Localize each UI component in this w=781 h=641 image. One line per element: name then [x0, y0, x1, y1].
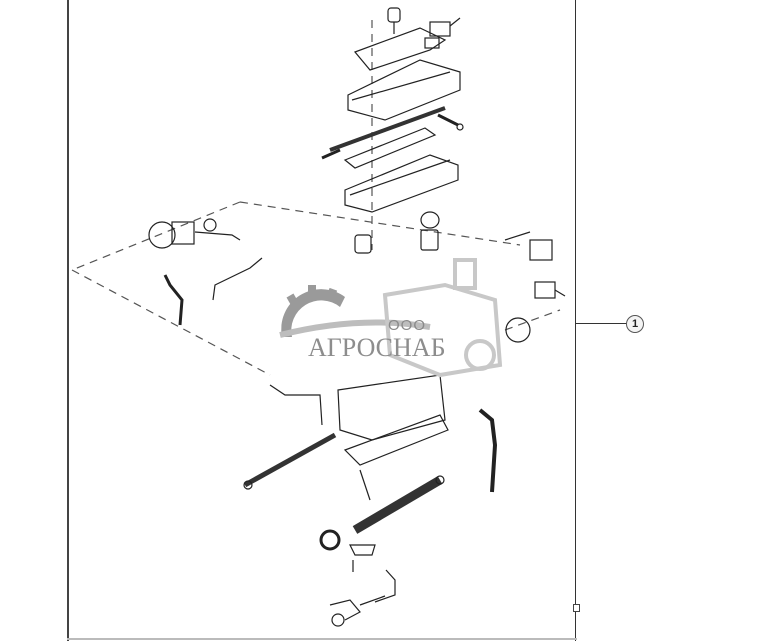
cylinder-head-gasket [343, 127, 437, 169]
callout-1[interactable]: 1 [626, 315, 644, 333]
valve-cover [347, 59, 461, 121]
connecting-rod [359, 469, 371, 501]
company-watermark: ООО АГРОСНАБ [270, 255, 540, 385]
cylinder-block [337, 374, 446, 441]
rocker-shaft-assembly [321, 106, 446, 160]
oil-return-pipe [163, 274, 184, 326]
oil-pan-gasket [343, 414, 449, 466]
cylinder-head [344, 154, 459, 213]
fuel-filter [354, 234, 372, 254]
frame-right-border [575, 0, 576, 641]
bolt [437, 113, 459, 127]
breather-assembly [424, 17, 461, 49]
watermark-prefix: ООО [388, 317, 427, 334]
oil-pickup-tube [374, 569, 396, 603]
dipstick-tube [269, 384, 323, 426]
frame-bottom-border [67, 638, 577, 640]
oil-filter [420, 211, 440, 251]
gear-logo-icon [279, 258, 503, 378]
valve-cover-gasket [353, 27, 447, 71]
oil-pump [329, 595, 386, 627]
frame-left-border [67, 0, 69, 641]
turbocharger [148, 218, 241, 249]
rear-seal [319, 529, 341, 551]
crankshaft [352, 476, 443, 534]
coolant-hose [478, 408, 498, 493]
frame-anchor-marker [573, 604, 580, 612]
watermark-company-name: АГРОСНАБ [308, 333, 446, 362]
combine-harvester-icon [382, 258, 503, 378]
oil-filler-cap [387, 7, 401, 34]
oil-feed-line [212, 257, 263, 301]
camshaft [243, 432, 337, 488]
water-pump-assembly [504, 231, 566, 343]
callout-leader-line [576, 323, 628, 324]
main-bearing-cap [349, 544, 376, 556]
